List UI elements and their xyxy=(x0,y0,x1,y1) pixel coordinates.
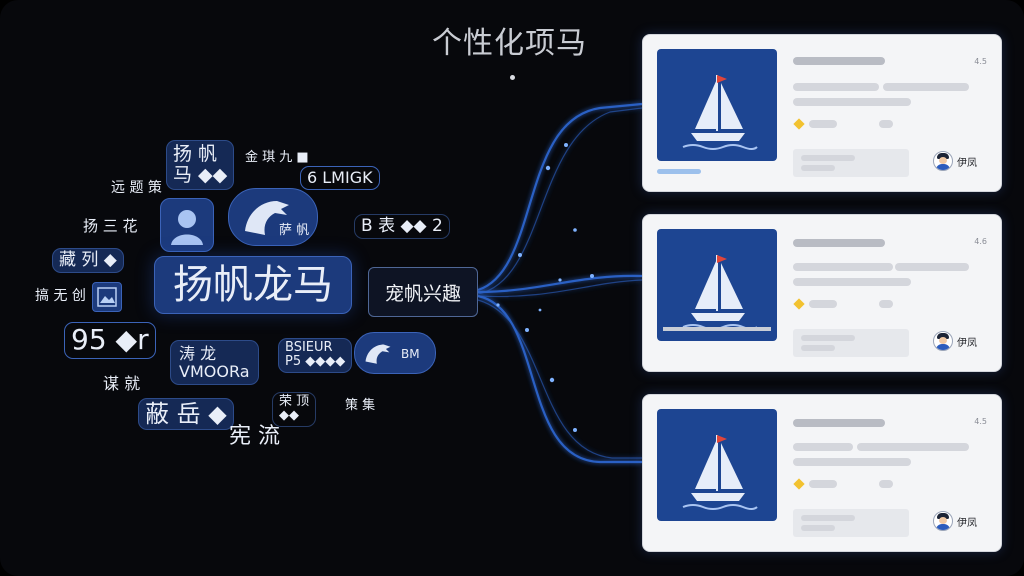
star-icon xyxy=(793,118,805,130)
wire-card-2 xyxy=(477,274,643,294)
tag-yangfan: 扬 帆 马 ◆◆ xyxy=(166,140,235,190)
card-line xyxy=(793,458,911,466)
tag-canglie: 藏 列 ◆ xyxy=(52,248,124,273)
tag-bsieur: BSIEUR P5 ◆◆◆◆ xyxy=(278,338,353,373)
wire-card-3 xyxy=(477,294,642,464)
card-line xyxy=(793,263,893,271)
card-thumbnail xyxy=(657,229,777,341)
tag-xianliu: 宪 流 xyxy=(229,424,280,449)
author-avatar xyxy=(933,151,953,171)
card-line xyxy=(879,480,893,488)
card-thumbnail xyxy=(657,409,777,521)
sailboat-icon xyxy=(682,75,758,150)
dragon-tile: 萨 帆 xyxy=(228,188,318,246)
image-icon xyxy=(97,287,117,307)
star-icon xyxy=(793,298,805,310)
tag-b-biao: B 表 ◆◆ 2 xyxy=(354,214,450,239)
recommend-card-1[interactable]: 4.5 伊凤 xyxy=(642,34,1002,192)
tag-yuanti: 远 题 策 xyxy=(111,180,162,196)
tag-rongding: 荣 顶 ◆◆ xyxy=(272,392,317,427)
author-avatar xyxy=(933,331,953,351)
tag-ceji: 策 集 xyxy=(345,398,376,413)
dragon-icon xyxy=(245,201,289,235)
card-title-bar xyxy=(793,419,885,427)
card-line xyxy=(793,83,879,91)
main-tag: 扬帆龙马 xyxy=(154,256,352,314)
dragon-tile-label: 萨 帆 xyxy=(279,223,310,238)
card-line xyxy=(883,83,969,91)
card-line xyxy=(857,443,969,451)
card-author-box xyxy=(793,509,909,537)
title-dot xyxy=(510,75,515,80)
sailboat-icon xyxy=(663,255,771,331)
card-thumbnail xyxy=(657,49,777,161)
image-tile xyxy=(92,282,122,312)
interest-hub: 宠帆兴趣 xyxy=(368,267,478,317)
wire-card-1 xyxy=(477,102,643,292)
card-rating: 4.5 xyxy=(974,417,987,426)
user-avatar-tile xyxy=(160,198,214,252)
tag-gaowu: 搞 无 创 xyxy=(35,288,86,304)
card-title-bar xyxy=(793,239,885,247)
card-line xyxy=(793,98,911,106)
tag-95: 95 ◆r xyxy=(64,322,156,359)
card-title-bar xyxy=(793,57,885,65)
author-name: 伊凤 xyxy=(957,158,977,169)
tag-jinqi: 金 琪 九 ■ xyxy=(245,150,309,165)
card-line xyxy=(809,300,837,308)
sailboat-icon xyxy=(682,435,758,510)
card-line xyxy=(809,120,837,128)
diagram-title: 个性化项马 xyxy=(432,26,587,61)
card-line xyxy=(793,443,853,451)
card-line xyxy=(879,300,893,308)
tag-moujiu: 谋 就 xyxy=(103,374,141,393)
card-line xyxy=(793,278,911,286)
tag-6lmigk: 6 LMIGK xyxy=(300,166,380,190)
tag-yangsanhua: 扬 三 花 xyxy=(83,217,138,235)
card-author-box xyxy=(793,329,909,357)
recommend-card-3[interactable]: 4.5 伊凤 xyxy=(642,394,1002,552)
card-line xyxy=(879,120,893,128)
dragon-badge-label: BM xyxy=(401,347,420,361)
dragon-badge: BM xyxy=(354,332,436,374)
card-author-box xyxy=(793,149,909,177)
author-name: 伊凤 xyxy=(957,518,977,529)
recommend-card-2[interactable]: 4.6 伊凤 xyxy=(642,214,1002,372)
card-progress xyxy=(657,169,701,174)
tag-taolong: 涛 龙 VMOORa xyxy=(170,340,259,386)
dragon-icon xyxy=(365,344,391,364)
author-avatar xyxy=(933,511,953,531)
star-icon xyxy=(793,478,805,490)
card-line xyxy=(895,263,969,271)
card-rating: 4.5 xyxy=(974,57,987,66)
card-rating: 4.6 xyxy=(974,237,987,246)
card-line xyxy=(809,480,837,488)
user-icon xyxy=(171,210,203,245)
author-name: 伊凤 xyxy=(957,338,977,349)
tag-biyue: 蔽 岳 ◆ xyxy=(138,398,234,431)
